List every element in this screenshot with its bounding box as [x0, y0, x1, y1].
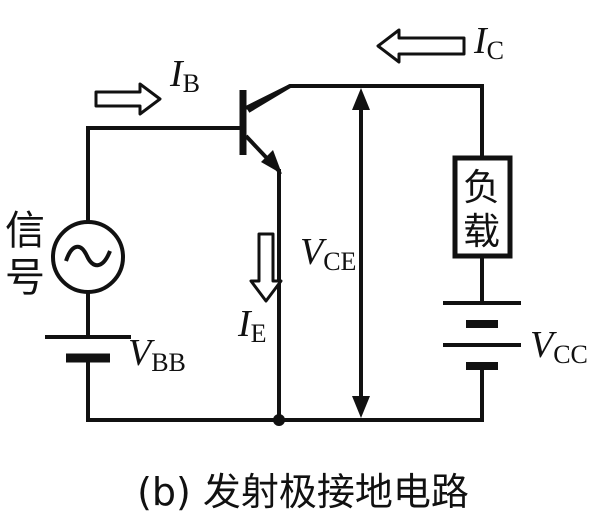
vcc-label: VCC [530, 324, 588, 369]
emitter-arrow-icon [261, 150, 282, 174]
ie-label: IE [237, 303, 267, 348]
signal-label-line2: 号 [5, 255, 45, 301]
ac-source-icon [51, 220, 125, 294]
npn-transistor-icon [239, 84, 291, 174]
load-rect [452, 155, 513, 259]
vce-arrow-head-bottom [352, 396, 370, 418]
right-hollow-arrow-icon [94, 82, 162, 116]
down-hollow-arrow-icon [249, 232, 283, 303]
load-label-line2: 载 [463, 210, 500, 253]
collector-wire [247, 84, 484, 160]
load-box [452, 155, 513, 259]
circuit-wires [86, 84, 484, 426]
battery-vcc-icon [443, 301, 521, 370]
vbb-label: VBB [128, 332, 186, 377]
sine-wave-icon [64, 244, 112, 268]
ground-node-dot [273, 414, 285, 426]
left-hollow-arrow-icon [376, 28, 466, 64]
ground-wire [86, 356, 484, 422]
vce-arrow [352, 88, 370, 418]
caption: (b) 发射极接地电路 [137, 470, 469, 514]
battery-vbb-icon [45, 335, 131, 363]
vce-label: VCE [300, 231, 356, 276]
ic-label: IC [473, 20, 504, 65]
signal-label-line1: 信 [5, 208, 45, 254]
load-label-line1: 负 [463, 166, 500, 209]
transistor-collector-lead [245, 84, 291, 110]
vce-arrow-head-top [352, 88, 370, 110]
ib-label: IB [169, 53, 200, 98]
